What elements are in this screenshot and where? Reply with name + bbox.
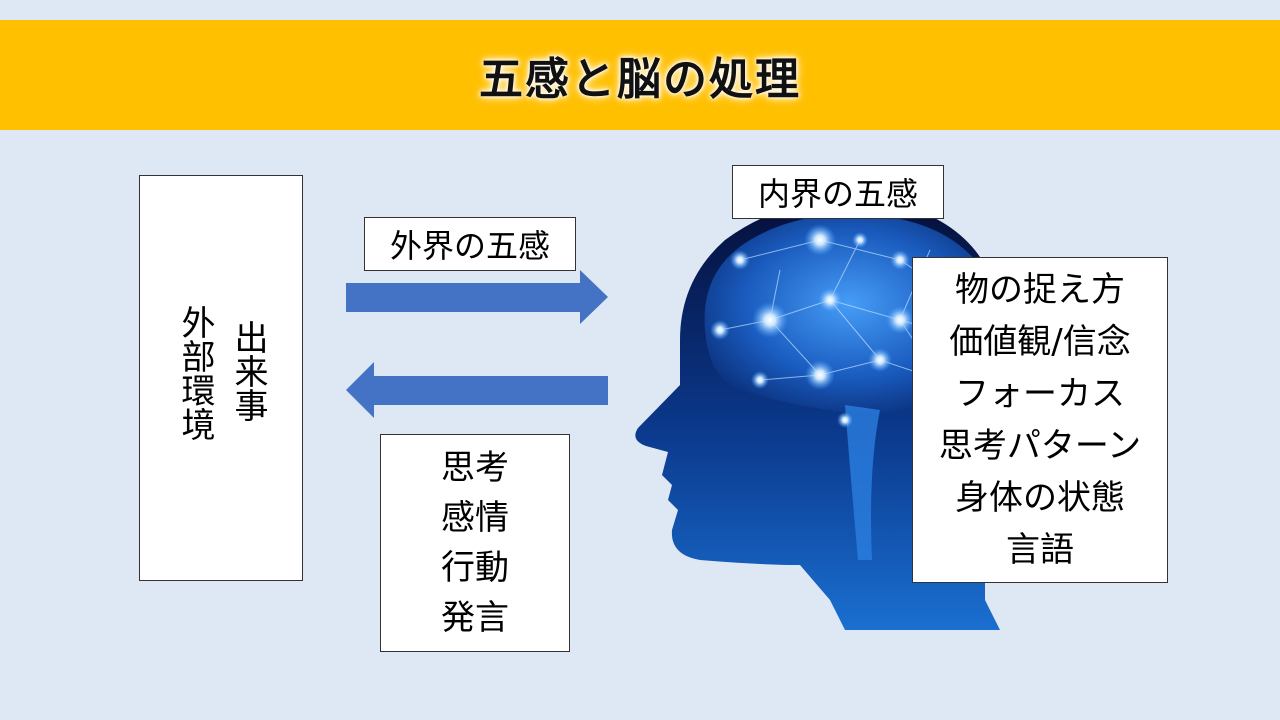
external-environment-box bbox=[139, 175, 303, 581]
list-item: 物の捉え方 bbox=[955, 270, 1125, 310]
title-banner: 五感と脳の処理 bbox=[0, 20, 1280, 130]
inner-senses-label: 内界の五感 bbox=[732, 165, 944, 219]
brain-stem bbox=[845, 405, 880, 560]
page-title: 五感と脳の処理 bbox=[479, 54, 801, 105]
list-item: 思考 bbox=[441, 448, 509, 488]
event-label: 出来事 bbox=[228, 320, 268, 422]
list-item: 価値観/信念 bbox=[949, 322, 1131, 362]
list-item: フォーカス bbox=[955, 374, 1125, 414]
list-item: 発言 bbox=[441, 598, 509, 638]
inner-factors-list: 物の捉え方 価値観/信念 フォーカス 思考パターン 身体の状態 言語 bbox=[912, 257, 1168, 583]
outer-senses-label: 外界の五感 bbox=[364, 217, 576, 271]
arrow-left bbox=[346, 362, 608, 418]
list-item: 行動 bbox=[441, 548, 509, 588]
arrow-right bbox=[346, 270, 608, 324]
list-item: 身体の状態 bbox=[955, 478, 1125, 518]
list-item: 言語 bbox=[1006, 530, 1074, 570]
list-item: 感情 bbox=[441, 498, 509, 538]
external-environment-label: 外部環境 bbox=[175, 305, 215, 441]
responses-list: 思考 感情 行動 発言 bbox=[380, 434, 570, 652]
list-item: 思考パターン bbox=[938, 426, 1142, 466]
